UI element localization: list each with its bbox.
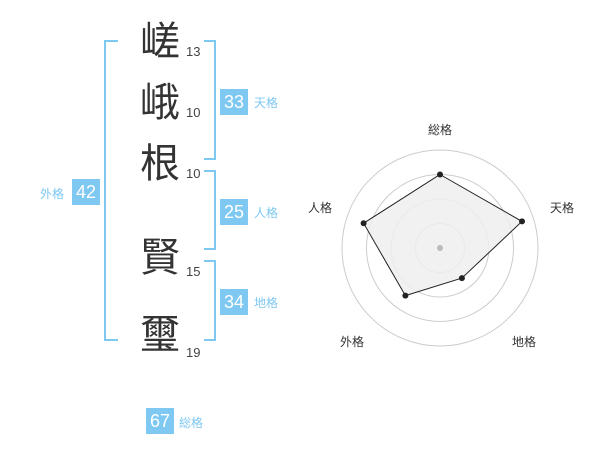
stroke-count-1: 13 — [186, 44, 201, 59]
name-char-3: 根 — [140, 141, 180, 187]
axis-label-jinkaku: 人格 — [308, 200, 332, 215]
gaikaku-label: 外格 — [40, 187, 65, 201]
stroke-count-3: 10 — [186, 166, 201, 181]
name-char-1: 嵯 — [140, 19, 180, 65]
jinkaku-value: 25 — [220, 199, 248, 225]
chikaku-label: 地格 — [254, 296, 279, 310]
tenkaku-label: 天格 — [254, 96, 279, 110]
radar-point-2 — [458, 275, 465, 282]
chikaku-value: 34 — [220, 289, 248, 315]
tenkaku-bracket — [204, 40, 216, 160]
jinkaku-label: 人格 — [254, 206, 279, 220]
radar-point-0 — [437, 171, 443, 178]
radar-ring-4 — [341, 149, 539, 347]
radar-point-3 — [402, 292, 409, 299]
name-char-4: 賢 — [140, 235, 180, 281]
name-char-5: 璽 — [140, 312, 180, 358]
tenkaku-value: 33 — [220, 89, 248, 115]
axis-label-chikaku: 地格 — [512, 334, 536, 349]
axis-label-soukaku: 総格 — [428, 122, 452, 137]
axis-label-gaikaku: 外格 — [340, 334, 364, 349]
gaikaku-bracket — [104, 40, 118, 341]
name-char-2: 峨 — [140, 80, 180, 126]
axis-label-tenkaku: 天格 — [550, 200, 574, 215]
stroke-count-2: 10 — [186, 105, 201, 120]
soukaku-label: 総格 — [179, 416, 204, 430]
soukaku-value: 67 — [146, 408, 174, 434]
radar-point-4 — [360, 220, 367, 227]
radar-value-shape — [362, 173, 523, 297]
jinkaku-bracket — [204, 170, 216, 250]
chikaku-bracket — [204, 260, 216, 341]
gaikaku-value: 42 — [72, 179, 100, 205]
stroke-count-5: 19 — [186, 345, 201, 360]
fortune-radar-chart: 総格 天格 地格 外格 人格 — [308, 122, 574, 349]
radar-center-dot — [437, 245, 443, 251]
stroke-count-4: 15 — [186, 264, 201, 279]
radar-points — [360, 171, 525, 299]
radar-point-1 — [519, 218, 525, 225]
